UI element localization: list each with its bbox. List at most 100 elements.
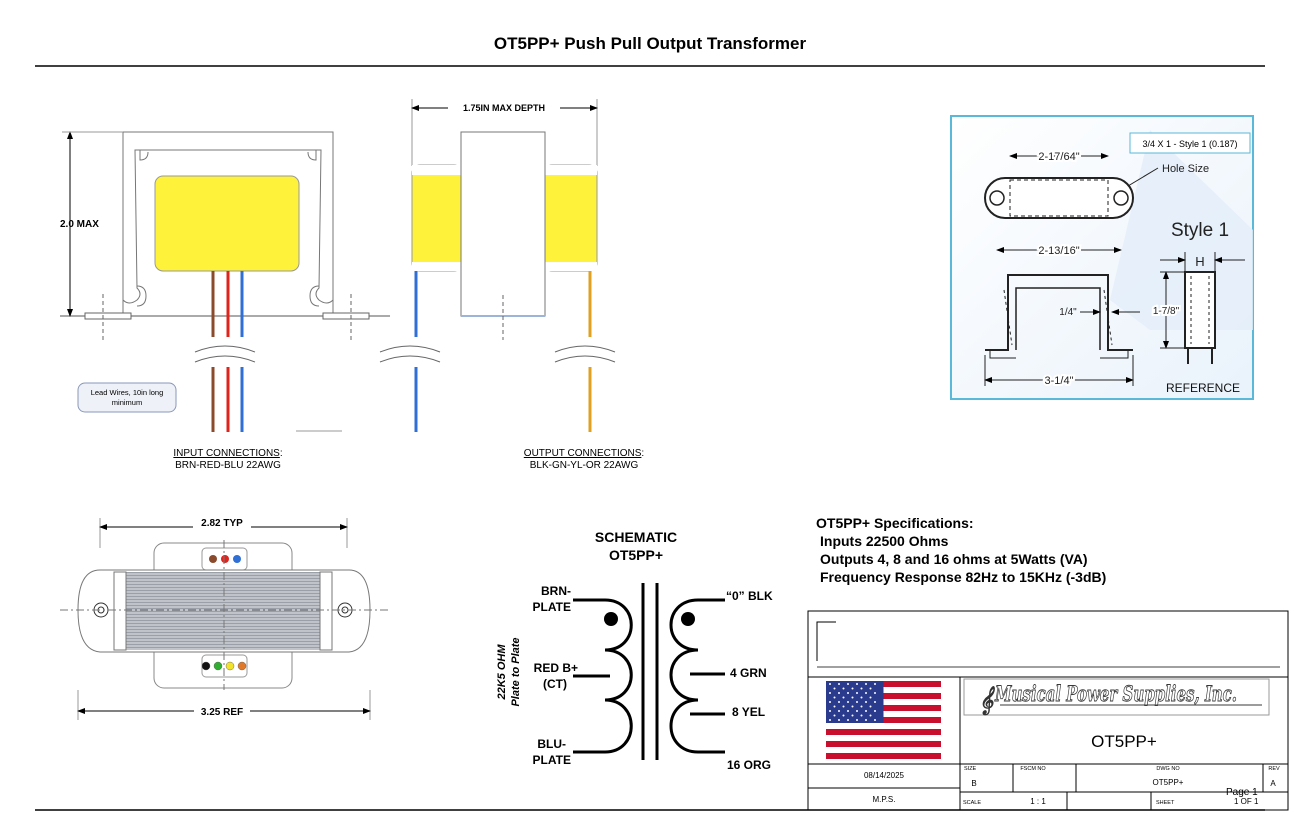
flag-star <box>865 683 867 685</box>
schematic-title: SCHEMATIC <box>595 529 677 545</box>
flag-star <box>833 696 836 699</box>
part-name: OT5PP+ <box>1091 732 1157 751</box>
bottom-wire-dot <box>201 661 211 671</box>
sheet-label: SHEET <box>1156 800 1175 806</box>
top-view: 2.82 TYP 3.25 REF <box>60 516 388 720</box>
top-wire-dot <box>209 555 217 563</box>
svg-text:minimum: minimum <box>112 398 142 407</box>
specifications: OT5PP+ Specifications: Inputs 22500 Ohms… <box>816 515 1106 585</box>
ref-dimension: 3.25 REF <box>201 707 243 718</box>
bracket-width: 2-17/64" <box>1038 151 1079 163</box>
schematic-model: OT5PP+ <box>609 547 663 563</box>
flag-star <box>874 692 876 694</box>
flag-star <box>833 687 836 690</box>
input-connections-wires: BRN-RED-BLU 22AWG <box>175 460 281 471</box>
flag-stripe <box>826 729 941 735</box>
primary-bottom-line1: BLU- <box>537 737 566 751</box>
secondary-4-label: 4 GRN <box>730 666 767 680</box>
us-flag <box>826 681 941 759</box>
flag-star <box>829 701 831 703</box>
primary-top-line2: PLATE <box>533 600 571 614</box>
secondary-8-label: 8 YEL <box>732 705 765 719</box>
input-connections-heading: INPUT CONNECTIONS <box>173 448 280 459</box>
page-title: OT5PP+ Push Pull Output Transformer <box>494 34 807 53</box>
svg-text:(CT): (CT) <box>543 677 567 691</box>
reference-label: REFERENCE <box>1166 381 1240 395</box>
svg-text:PLATE: PLATE <box>533 600 571 614</box>
svg-text:RED B+: RED B+ <box>534 661 578 675</box>
flag-star <box>829 719 831 721</box>
top-wire-dot <box>221 555 229 563</box>
secondary-dot <box>681 612 695 626</box>
svg-text:OUTPUT CONNECTIONS:: OUTPUT CONNECTIONS: <box>524 448 644 459</box>
rev-label: REV <box>1268 766 1280 772</box>
top-wire-dot <box>233 555 241 563</box>
svg-text:BRN-: BRN- <box>541 584 571 598</box>
bottom-wire-dots <box>201 661 247 671</box>
flag-star <box>838 692 840 694</box>
bottom-wire-dot <box>225 661 235 671</box>
flag-star <box>856 719 858 721</box>
typ-dimension: 2.82 TYP <box>201 518 243 529</box>
flag-star <box>847 710 849 712</box>
svg-text:PLATE: PLATE <box>533 753 571 767</box>
lead-note-line1: Lead Wires, 10in long <box>91 388 164 397</box>
depth-dimension: 1.75IN MAX DEPTH <box>463 103 545 113</box>
primary-ct-line2: (CT) <box>543 677 567 691</box>
flag-star <box>847 683 849 685</box>
flag-star <box>838 719 840 721</box>
flag-star <box>856 692 858 694</box>
secondary-0-label: “0” BLK <box>726 589 773 603</box>
side-core <box>460 131 546 317</box>
primary-dot <box>604 612 618 626</box>
flag-star <box>829 683 831 685</box>
flag-star <box>851 687 854 690</box>
scale-value: 1 : 1 <box>1030 797 1046 806</box>
flag-star <box>833 705 836 708</box>
input-connections-colon: : <box>280 448 283 459</box>
title-block: 𝄞 Musical Power Supplies, Inc. OT5PP+ 08… <box>807 610 1289 811</box>
dwg-label: DWG NO <box>1156 766 1180 772</box>
flag-star <box>860 687 863 690</box>
flag-star <box>847 701 849 703</box>
flag-star <box>847 719 849 721</box>
company-logo-mark: 𝄞 <box>979 685 995 716</box>
flag-star <box>874 701 876 703</box>
flag-star <box>865 692 867 694</box>
spec-line-3: Frequency Response 82Hz to 15KHz (-3dB) <box>820 569 1106 585</box>
impedance-line1: 22K5 OHM <box>496 644 508 701</box>
sheet-value: 1 OF 1 <box>1234 797 1259 806</box>
primary-top-line1: BRN- <box>541 584 571 598</box>
flag-star <box>847 692 849 694</box>
primary-ct-line1: RED B+ <box>534 661 578 675</box>
output-connections-colon: : <box>641 448 644 459</box>
spec-heading: OT5PP+ Specifications: <box>816 515 974 531</box>
flag-star <box>851 705 854 708</box>
flag-star <box>856 701 858 703</box>
company-name: Musical Power Supplies, Inc. <box>994 681 1237 706</box>
flag-star <box>842 687 845 690</box>
lead-wire-note <box>77 382 177 413</box>
flag-stripe <box>826 741 941 747</box>
scale-label: SCALE <box>963 800 981 806</box>
flag-star <box>869 705 872 708</box>
hole-size-label: Hole Size <box>1162 163 1209 175</box>
schematic: SCHEMATIC OT5PP+ BRN- PLATE RED B+ (CT) … <box>496 529 773 772</box>
top-wire-dots <box>209 555 241 563</box>
side-view: 1.75IN MAX DEPTH <box>379 99 616 432</box>
page-number: Page 1 <box>1226 787 1258 798</box>
bracket-style: Style 1 <box>1171 220 1229 241</box>
flag-star <box>874 719 876 721</box>
fscm-label: FSCM NO <box>1020 766 1046 772</box>
lamination-fill <box>126 572 320 650</box>
flag-star <box>874 710 876 712</box>
flag-star <box>856 683 858 685</box>
bracket-reference: 3/4 X 1 - Style 1 (0.187) 2-17/64" Hole … <box>950 115 1254 400</box>
flag-star <box>842 705 845 708</box>
bottom-wire-dot <box>237 661 247 671</box>
flag-star <box>829 710 831 712</box>
flag-star <box>851 714 854 717</box>
spec-line-1: Inputs 22500 Ohms <box>820 533 949 549</box>
secondary-16-label: 16 ORG <box>727 758 771 772</box>
flag-star <box>829 692 831 694</box>
